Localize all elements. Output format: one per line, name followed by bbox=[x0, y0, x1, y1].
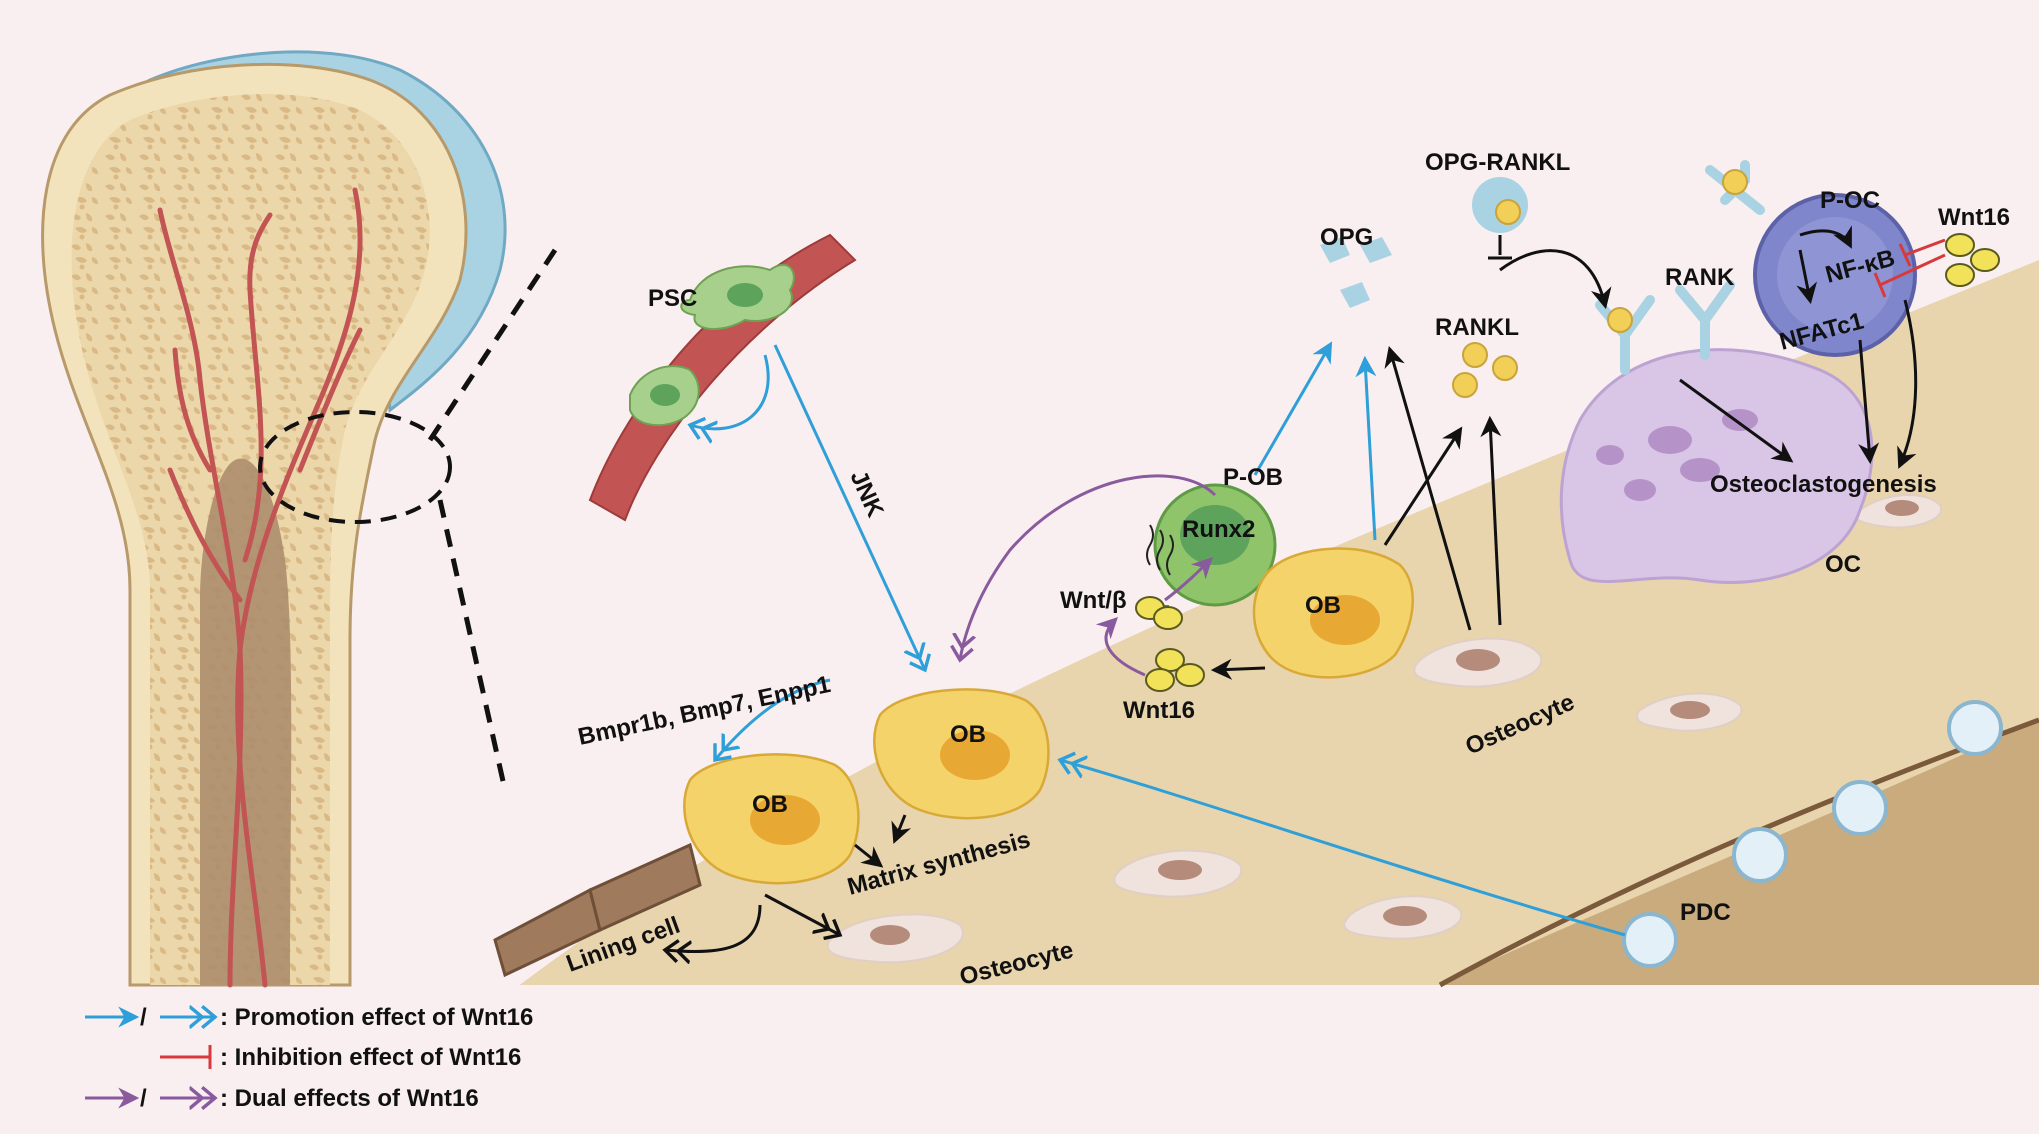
osteocyte-cell bbox=[1113, 849, 1243, 898]
long-bone-illustration bbox=[41, 50, 558, 988]
pdc-cell bbox=[1832, 780, 1888, 836]
wnt16-ligands bbox=[1135, 233, 2000, 692]
runx2-label: Runx2 bbox=[1182, 516, 1255, 543]
legend: / : Promotion effect of Wnt16 : Inhibiti… bbox=[85, 1004, 533, 1112]
osteocyte-cell bbox=[1636, 692, 1743, 732]
legend-promotion-slash: / bbox=[140, 1004, 147, 1031]
neutral-arrows bbox=[665, 225, 1918, 952]
pdc-cell bbox=[1732, 827, 1788, 883]
psc-label: PSC bbox=[648, 285, 697, 312]
pre-osteoblast bbox=[1153, 483, 1277, 607]
pdc-cell bbox=[1622, 912, 1678, 968]
opg-rankl-label: OPG-RANKL bbox=[1425, 149, 1570, 176]
arrow-psc-self bbox=[690, 354, 770, 429]
legend-dual-text: : Dual effects of Wnt16 bbox=[220, 1085, 479, 1112]
medullary-cavity bbox=[200, 458, 292, 985]
p-oc-label: P-OC bbox=[1820, 187, 1880, 214]
zoom-region bbox=[258, 410, 452, 524]
inhibition-arrows bbox=[1873, 238, 1946, 298]
bone-blood-vessels bbox=[157, 187, 363, 988]
legend-promotion-text: : Promotion effect of Wnt16 bbox=[220, 1004, 533, 1031]
osteoblast-nuclei bbox=[750, 595, 1380, 845]
opg-rankl-inhibit bbox=[1488, 235, 1512, 260]
osteoclastogenesis-label: Osteoclastogenesis bbox=[1710, 471, 1937, 498]
pdc-cells bbox=[1622, 700, 2003, 968]
lining-cells bbox=[493, 842, 702, 978]
bmp-genes-label: Bmpr1b, Bmp7, Enpp1 bbox=[576, 671, 833, 751]
osteoclast bbox=[1559, 348, 1874, 584]
legend-inhibition: : Inhibition effect of Wnt16 bbox=[160, 1044, 521, 1071]
osteocyte-cell bbox=[826, 913, 964, 964]
wnt16-label-2: Wnt16 bbox=[1938, 204, 2010, 231]
arrow-bmp bbox=[715, 678, 831, 760]
arrow-jnk bbox=[773, 344, 925, 670]
opg-molecules bbox=[1320, 237, 1392, 308]
opg-rankl-complex bbox=[1472, 177, 1528, 233]
legend-inhibition-text: : Inhibition effect of Wnt16 bbox=[220, 1044, 521, 1071]
arrow-ob-opg bbox=[1355, 355, 1377, 541]
p-ob-label: P-OB bbox=[1223, 464, 1283, 491]
rankl-ligands bbox=[1452, 169, 1748, 398]
ob-label-2: OB bbox=[1305, 592, 1341, 619]
arrow-pdc-ob bbox=[1060, 760, 1626, 937]
promotion-arrows bbox=[690, 341, 1626, 937]
osteocyte-cell bbox=[1413, 637, 1543, 688]
legend-promotion: / : Promotion effect of Wnt16 bbox=[85, 1004, 533, 1031]
pdc-cell bbox=[1947, 700, 2003, 756]
rankl-label: RANKL bbox=[1435, 314, 1519, 341]
arrow-wnt16-wntbeta bbox=[1095, 617, 1146, 677]
legend-dual: / : Dual effects of Wnt16 bbox=[85, 1085, 479, 1112]
ob-label-3: OB bbox=[950, 721, 986, 748]
zoom-line-top bbox=[427, 248, 558, 442]
psc-vessel bbox=[588, 233, 857, 522]
zoom-line-bottom bbox=[437, 499, 508, 791]
ob-label-1: OB bbox=[752, 791, 788, 818]
dual-arrows bbox=[960, 474, 1217, 677]
oc-label: OC bbox=[1825, 551, 1861, 578]
pdc-label: PDC bbox=[1680, 899, 1731, 926]
osteocyte-cell bbox=[1855, 494, 1943, 529]
arrow-pob-opg bbox=[1253, 341, 1333, 476]
osteocyte-cell bbox=[1343, 895, 1463, 940]
wnt-beta-label: Wnt/β bbox=[1060, 587, 1127, 614]
arrow-wnt-runx2 bbox=[1164, 557, 1213, 602]
wnt16-label-1: Wnt16 bbox=[1123, 697, 1195, 724]
opg-label: OPG bbox=[1320, 224, 1373, 251]
rank-label: RANK bbox=[1665, 264, 1735, 291]
arrow-pob-ob bbox=[960, 474, 1217, 660]
legend-dual-slash: / bbox=[140, 1085, 147, 1112]
osteocyte-group bbox=[826, 494, 1943, 964]
